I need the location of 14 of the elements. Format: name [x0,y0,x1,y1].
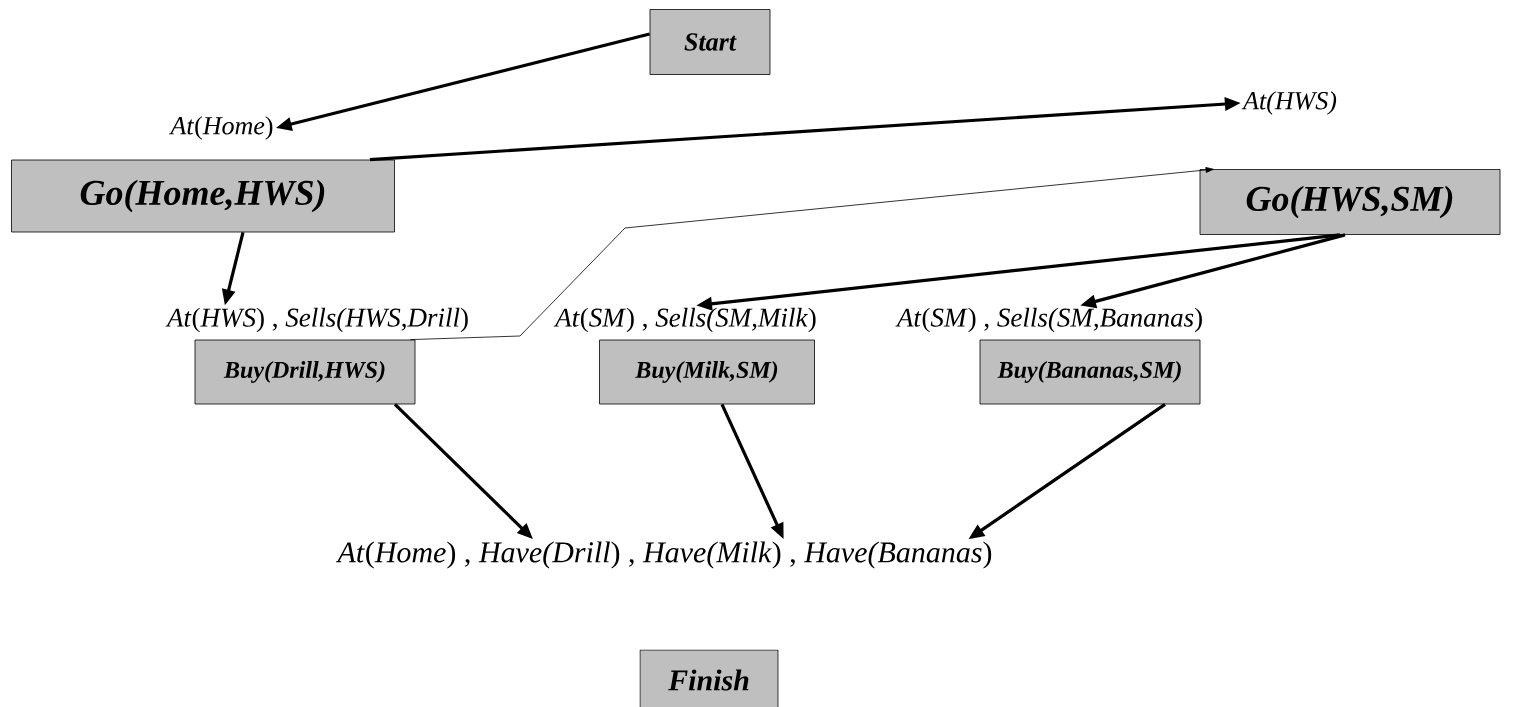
action-box: Finish [639,649,779,707]
arrow [410,167,1214,340]
precondition-label: At(HWS) [1241,91,1337,115]
action-box: Buy(Drill,HWS) [194,339,416,405]
action-box: Go(HWS,SM) [1199,169,1501,235]
precondition-label: At(HWS) , Sells(HWS,Drill) [165,307,468,333]
precondition-label: At(SM) , Sells(SM,Bananas) [895,307,1202,333]
precondition-label: At(SM) , Sells(SM,Milk) [553,307,816,333]
action-box: Buy(Bananas,SM) [979,339,1201,405]
action-box: Start [649,9,771,75]
precondition-label: At(Home) [169,116,273,140]
action-box: Buy(Milk,SM) [599,339,815,405]
action-box: Go(Home,HWS) [11,159,395,233]
precondition-label: At(Home) , Have(Drill) , Have(Milk) , Have(Bananas) [335,541,992,569]
